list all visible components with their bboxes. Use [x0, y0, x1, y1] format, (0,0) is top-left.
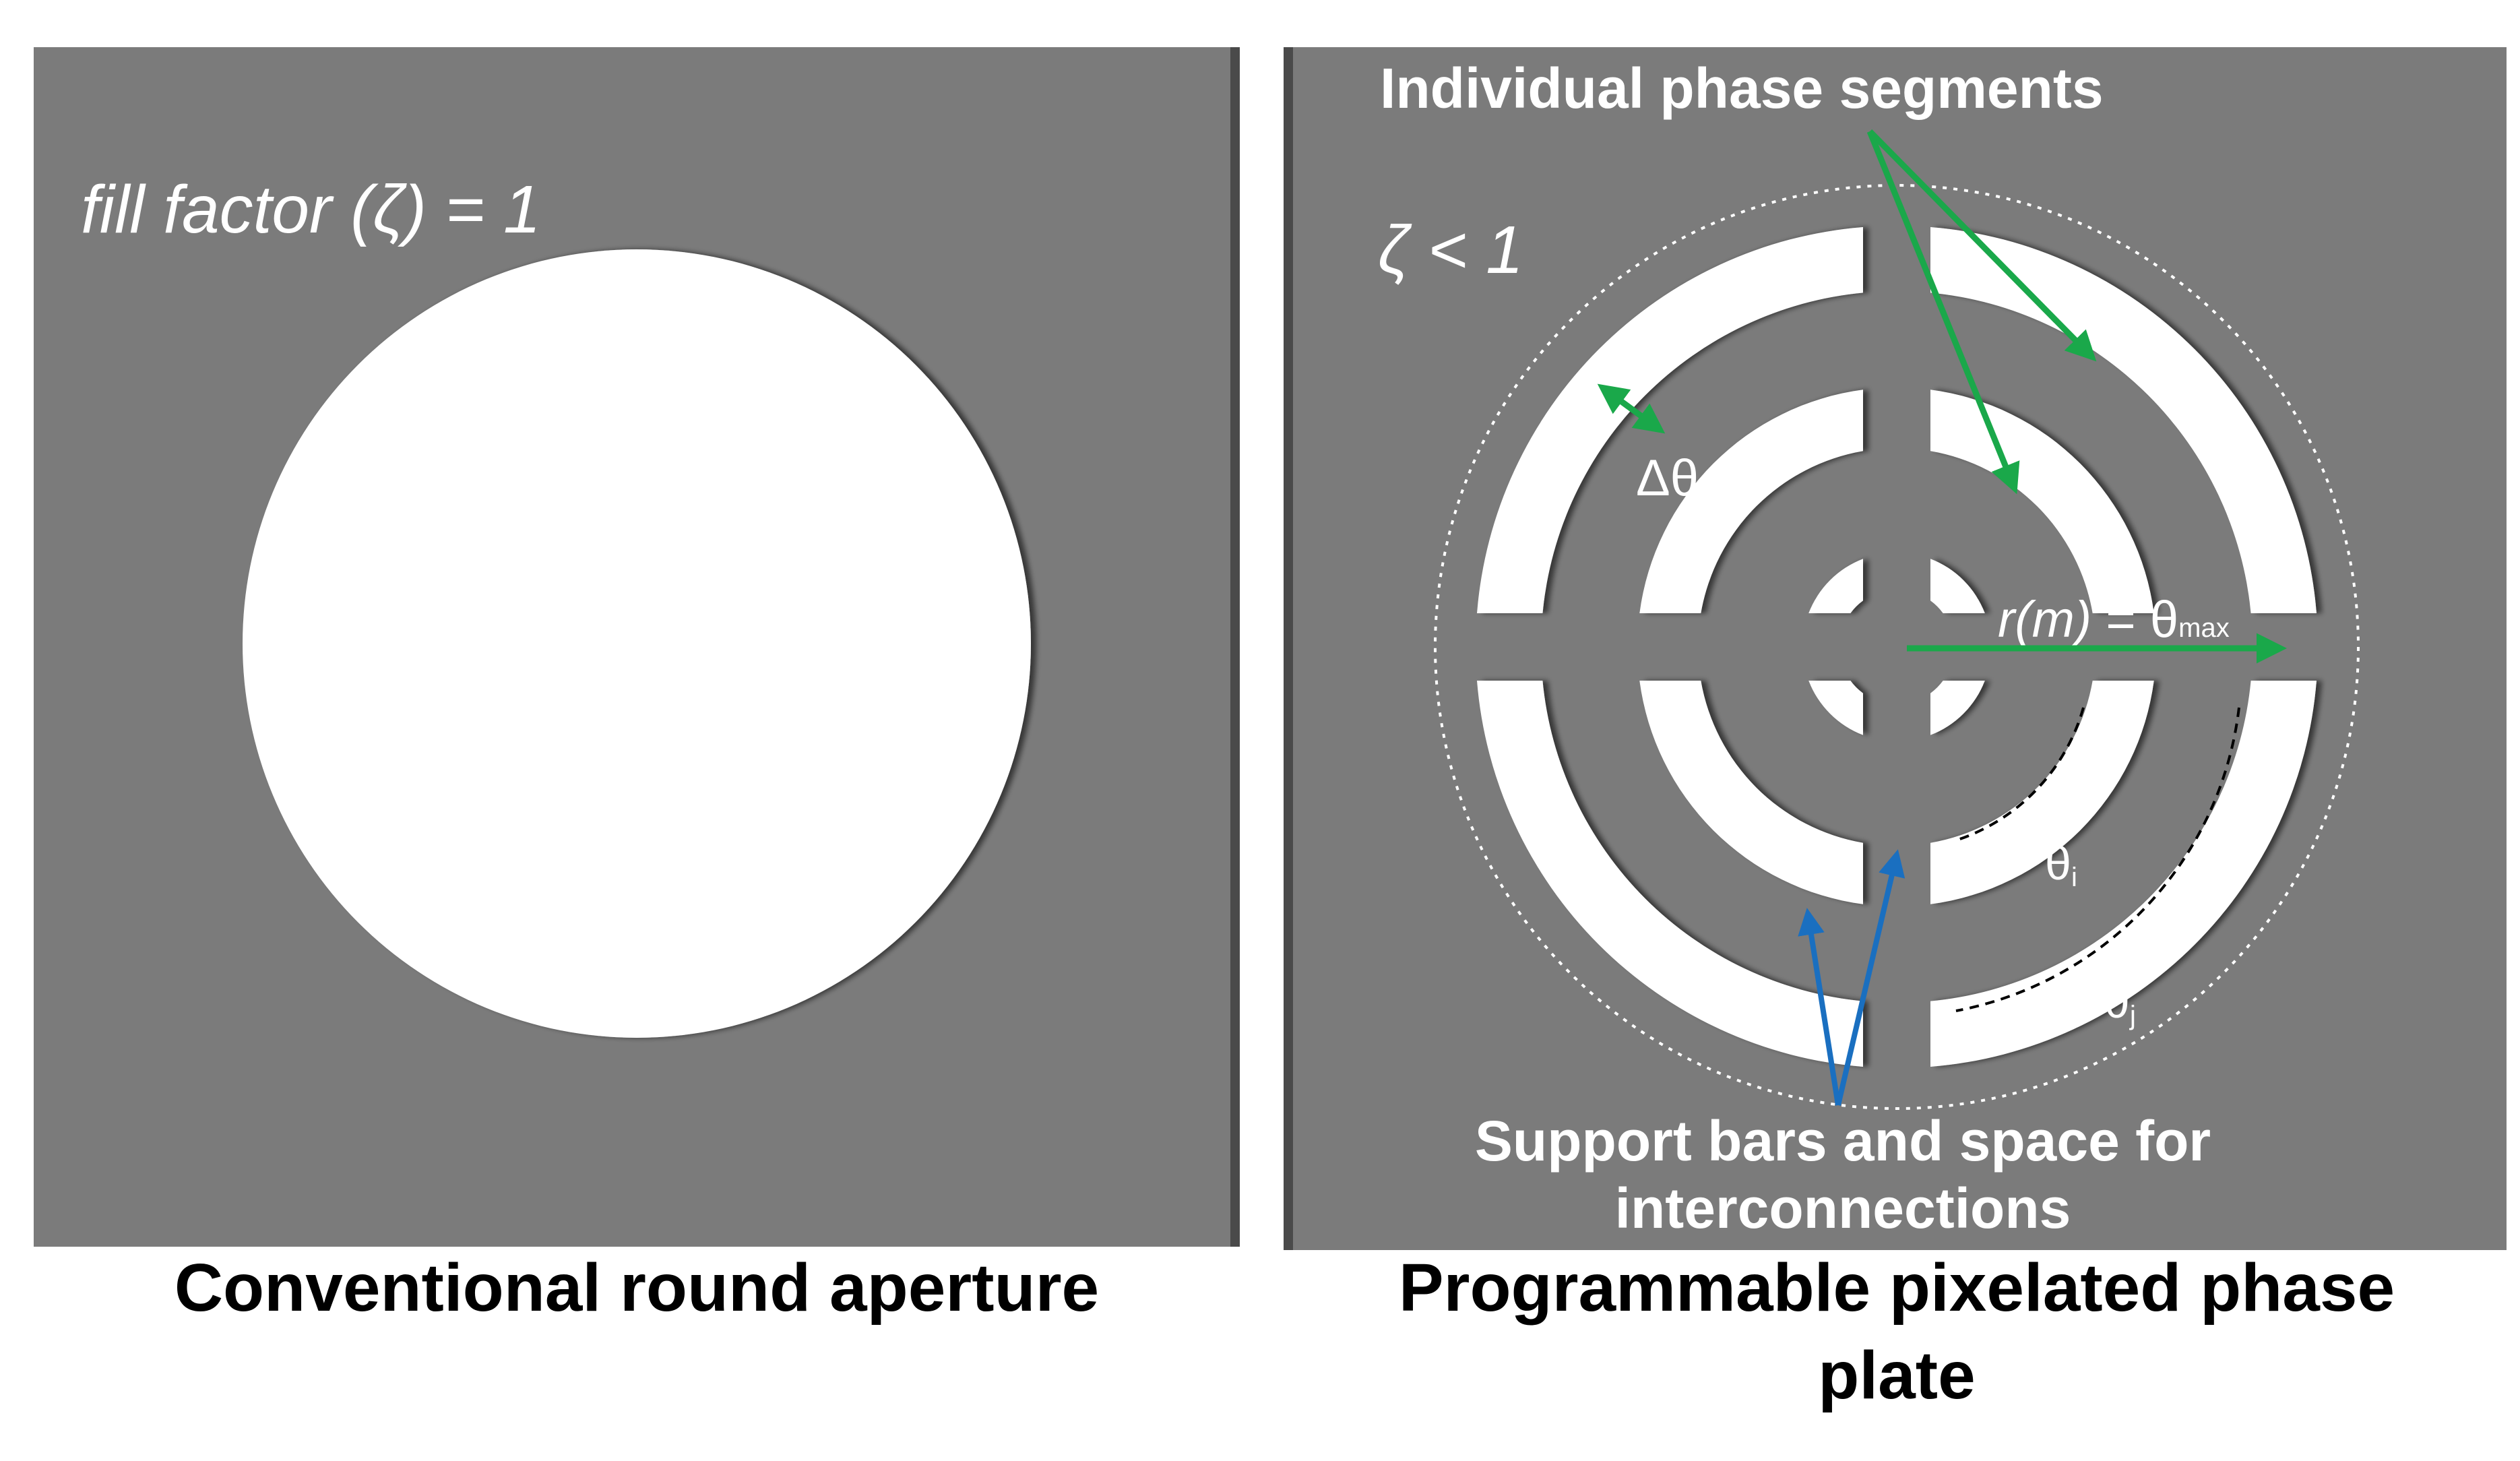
segment-arrow-inner — [1866, 130, 2020, 495]
blue-arrows — [1798, 849, 1905, 1106]
delta-theta-arrow — [1597, 383, 1666, 434]
segment-ring1-top-left — [1808, 559, 1863, 613]
green-arrows — [1597, 129, 2287, 664]
support-arrow-left — [1798, 908, 1841, 1106]
theta-i-arc — [1955, 707, 2085, 842]
support-arrow-right — [1835, 849, 1905, 1106]
support-label-line1: Support bars and space for — [1475, 1109, 2211, 1173]
segment-ring3-top-left — [1477, 227, 1863, 613]
r-max-label: r(m) = θmax — [1998, 591, 2230, 648]
max-radius-circle — [1434, 184, 2360, 1110]
theta-j-label: θj — [2104, 975, 2136, 1030]
theta-j-arc — [1955, 707, 2240, 1012]
support-label-line2: interconnections — [1615, 1177, 2071, 1240]
round-aperture — [243, 249, 1031, 1038]
segment-ring1-bottom-right — [1930, 681, 1985, 735]
theta-i-label: θi — [2045, 837, 2077, 892]
segment-ring1-bottom-left — [1808, 681, 1863, 735]
segment-ring3-top-right — [1930, 227, 2317, 613]
segments-label: Individual phase segments — [1380, 57, 2104, 120]
phase-segments — [1477, 227, 2317, 1067]
segment-ring2-bottom-right — [1930, 681, 2154, 904]
right-panel-background — [1284, 47, 2507, 1250]
delta-theta-label: Δθ — [1636, 449, 1699, 507]
segment-arrow-outer — [1867, 129, 2097, 362]
right-panel: ζ < 1 Individual phase segments Δθ r(m) … — [1284, 47, 2507, 1250]
r-max-prefix: r(m) — [1998, 591, 2091, 648]
fill-factor-label: fill factor (ζ) = 1 — [81, 172, 541, 247]
zeta-label: ζ < 1 — [1378, 212, 1523, 288]
segment-ring3-bottom-right — [1930, 681, 2317, 1067]
right-caption-line2: plate — [1818, 1338, 1975, 1413]
r-max-sub: max — [2178, 613, 2230, 643]
r-max-eq: = θ — [2091, 591, 2178, 648]
segment-ring1-top-right — [1930, 559, 1985, 613]
segment-ring2-top-left — [1639, 390, 1863, 613]
left-caption: Conventional round aperture — [175, 1250, 1099, 1326]
left-panel: fill factor (ζ) = 1 — [34, 47, 1240, 1247]
right-caption-line1: Programmable pixelated phase — [1399, 1250, 2395, 1326]
segment-ring2-bottom-left — [1639, 681, 1863, 904]
segment-ring2-top-right — [1930, 390, 2154, 613]
